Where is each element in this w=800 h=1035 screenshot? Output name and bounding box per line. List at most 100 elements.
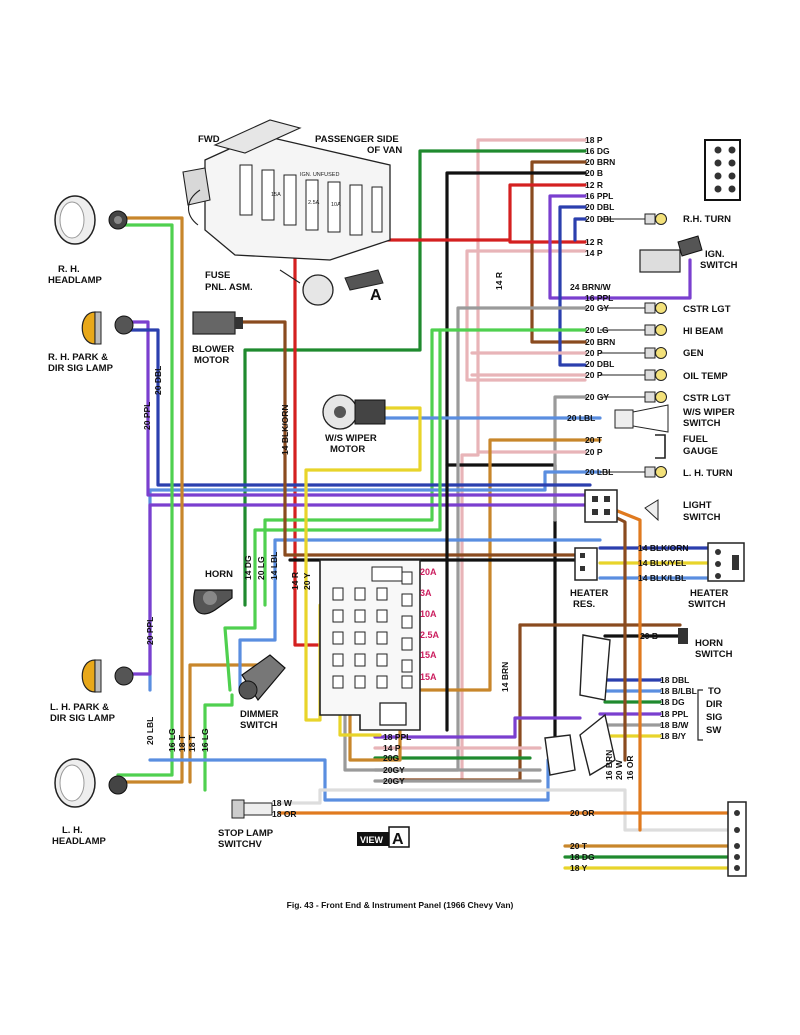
fuse-rating-label: 10A (420, 609, 437, 619)
wire-label-gauge: 20 GY (585, 392, 609, 402)
bulb-socket (600, 347, 667, 359)
wire-label-top-right: 20 DBL (585, 202, 614, 212)
wire-label-gauge: 20 P (585, 348, 603, 358)
horn-switch-label-2: SWITCH (695, 649, 733, 660)
bulb-socket (600, 324, 667, 336)
connector-pin (728, 172, 736, 180)
rh-park-label-1: R. H. PARK & (48, 352, 108, 363)
fuel-gauge-label-1: FUEL (683, 434, 708, 445)
ign-switch-label-1: IGN. (705, 249, 725, 260)
wire-16lg-dimmer (203, 693, 234, 792)
fuse-slot (332, 587, 344, 601)
view-a-box (357, 826, 410, 848)
wire-16or (613, 508, 642, 832)
top-right-connector (704, 139, 741, 201)
wire-label-ign: 16 PPL (585, 293, 613, 303)
fuse-slot (376, 675, 388, 689)
wire-label-20or: 20 OR (570, 808, 595, 818)
wire-label-20gy: 20GY (383, 765, 405, 775)
vlabel-20ppl-rhpark: 20 PPL (142, 402, 152, 430)
dir-sig-connector (544, 634, 703, 777)
wire-label-top-right: 16 PPL (585, 191, 613, 201)
wire-label-top-right: 16 DG (585, 146, 610, 156)
connector-pin (714, 146, 722, 154)
wire-14lbl-dimmer (238, 538, 602, 692)
fuse-amp-15a: 15A (271, 192, 281, 198)
wire-label-top-right: 20 BRN (585, 157, 615, 167)
fuse-slot (401, 593, 413, 607)
wire-label-top-right: 20 B (585, 168, 603, 178)
wire-14p-ign (465, 249, 587, 382)
vlabel-14r-fuse: 14 R (290, 572, 300, 590)
cstr-lgt-label: CSTR LGT (683, 304, 731, 315)
vlabel-16or: 16 OR (625, 755, 635, 780)
rh-headlamp-label-1: R. H. (58, 264, 80, 275)
blower-motor-label-1: BLOWER (192, 344, 234, 355)
fuse-slot (354, 587, 366, 601)
wire-label-gauge: 20 DBL (585, 359, 614, 369)
horn-switch-label-1: HORN (695, 638, 723, 649)
ws-wiper-motor-label-2: MOTOR (330, 444, 365, 455)
fuse-slot (332, 609, 344, 623)
dimmer-switch (238, 654, 286, 702)
wire-label-20t: 20 T (570, 841, 588, 851)
wire-20dbl-rhpark (128, 328, 592, 487)
wire-20ppl-lhpark (128, 503, 592, 676)
vlabel-20dbl-rhpark: 20 DBL (153, 366, 163, 395)
wire-label-heater: 14 BLK/YEL (638, 558, 686, 568)
rh-park-label-2: DIR SIG LAMP (48, 363, 114, 374)
wire-label-18w: 18 W (272, 798, 293, 808)
wire-12r (293, 183, 587, 647)
fuse-block (319, 559, 421, 731)
wire-group (116, 138, 732, 870)
wire-label-gauge: 20 T (585, 435, 603, 445)
wire-label-dir-sig: 18 DG (660, 697, 685, 707)
to-dir-sig-2: DIR (706, 699, 723, 710)
fuse-slot (332, 653, 344, 667)
fuse-slot (401, 675, 413, 689)
wire-label-18or: 18 OR (272, 809, 297, 819)
vlabel-20lbl-lhlamp: 20 LBL (145, 717, 155, 745)
vlabel-14r: 14 R (494, 272, 504, 290)
wire-label-20gy2: 20GY (383, 776, 405, 786)
vlabel-14blkorn: 14 BLK/ORN (280, 404, 290, 455)
dimmer-switch-label-2: SWITCH (240, 720, 278, 731)
wire-20t-fuel (398, 438, 602, 692)
to-dir-sig-1: TO (708, 686, 721, 697)
connector-pin (728, 185, 736, 193)
wire-20dbl-rhturn (573, 217, 587, 242)
fuse-slot (376, 609, 388, 623)
fuse-slot (354, 653, 366, 667)
wire-label-gauge: 20 LBL (585, 467, 613, 477)
lh-park-lamp (81, 659, 134, 693)
blower-motor-label-2: MOTOR (194, 355, 229, 366)
fuse-pnl-label-2: PNL. ASM. (205, 282, 253, 293)
of-van-label: OF VAN (367, 145, 402, 156)
wire-label-gauge: 20 GY (585, 303, 609, 313)
wire-label-ign: 12 R (585, 237, 603, 247)
wire-label-gauge: 20 P (585, 370, 603, 380)
wire-label-ign: 14 P (585, 248, 603, 258)
lh-park-label-2: DIR SIG LAMP (50, 713, 116, 724)
wire-20lbl-lhlamp (148, 758, 550, 802)
fuse-slot (354, 609, 366, 623)
wire-label-gauge: 20 BRN (585, 337, 615, 347)
ws-wiper-motor-label-1: W/S WIPER (325, 433, 377, 444)
connector-pin (734, 810, 740, 816)
fuse-rating-label: 15A (420, 672, 437, 682)
connector-pin (734, 843, 740, 849)
bulb-socket (600, 302, 667, 314)
vlabel-16brn: 16 BRN (604, 750, 614, 780)
wire-14blkorn (238, 320, 577, 557)
to-dir-sig-3: SIG (706, 712, 722, 723)
fuse-slot (401, 659, 413, 673)
rh-park-lamp (81, 311, 134, 345)
fuse-rating-label: 3A (420, 588, 432, 598)
fuse-amp-10a: 10A (331, 202, 341, 208)
wire-label-14p: 14 P (383, 743, 401, 753)
wire-20lg (263, 328, 587, 607)
fuse-slot (401, 615, 413, 629)
wire-label-18ppl: 18 PPL (383, 732, 411, 742)
fwd-label: FWD (198, 134, 220, 145)
horn-label: HORN (205, 569, 233, 580)
